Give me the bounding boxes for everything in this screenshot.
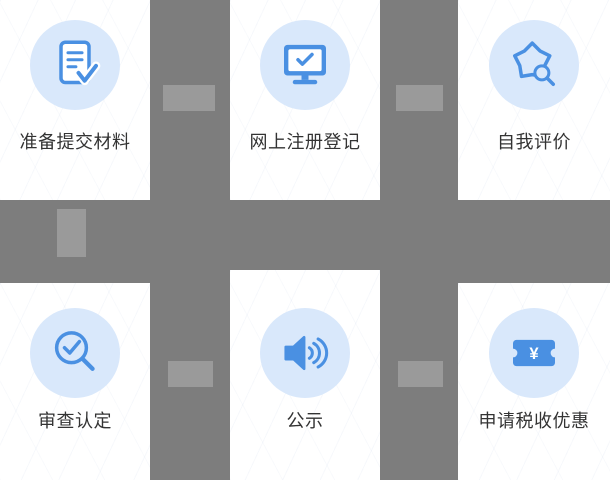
connector-bottom-2 (398, 361, 443, 387)
connector-vertical-left (57, 209, 86, 257)
icon-circle: ¥ (489, 308, 579, 398)
magnifier-check-icon (54, 331, 95, 371)
step-card-announcement[interactable]: 公示 (230, 270, 380, 480)
step-label: 准备提交材料 (19, 132, 131, 152)
icon-circle (30, 20, 120, 110)
step-label: 自我评价 (497, 132, 571, 152)
step-card-tax-benefit[interactable]: ¥ 申请税收优惠 (458, 283, 610, 480)
step-card-self-evaluation[interactable]: 自我评价 (458, 0, 610, 200)
step-card-online-registration[interactable]: 网上注册登记 (230, 0, 380, 200)
connector-top-1 (163, 85, 215, 111)
step-card-review-confirmation[interactable]: 审查认定 (0, 283, 150, 480)
step-card-prepare-materials[interactable]: 准备提交材料 (0, 0, 150, 200)
connector-bottom-1 (168, 361, 213, 387)
ticket-yuan-icon: ¥ (508, 339, 560, 367)
step-label: 网上注册登记 (249, 132, 361, 152)
speaker-icon (284, 335, 329, 371)
connector-top-2 (396, 85, 443, 111)
step-label: 公示 (286, 411, 324, 431)
seal-magnifier-icon (513, 41, 555, 86)
document-check-icon (59, 40, 101, 86)
icon-circle (260, 20, 350, 110)
icon-circle (489, 20, 579, 110)
icon-circle (260, 308, 350, 398)
yuan-symbol: ¥ (529, 344, 539, 363)
step-label: 申请税收优惠 (478, 411, 590, 431)
step-label: 审查认定 (38, 411, 112, 431)
monitor-check-icon (284, 44, 326, 85)
icon-circle (30, 308, 120, 398)
